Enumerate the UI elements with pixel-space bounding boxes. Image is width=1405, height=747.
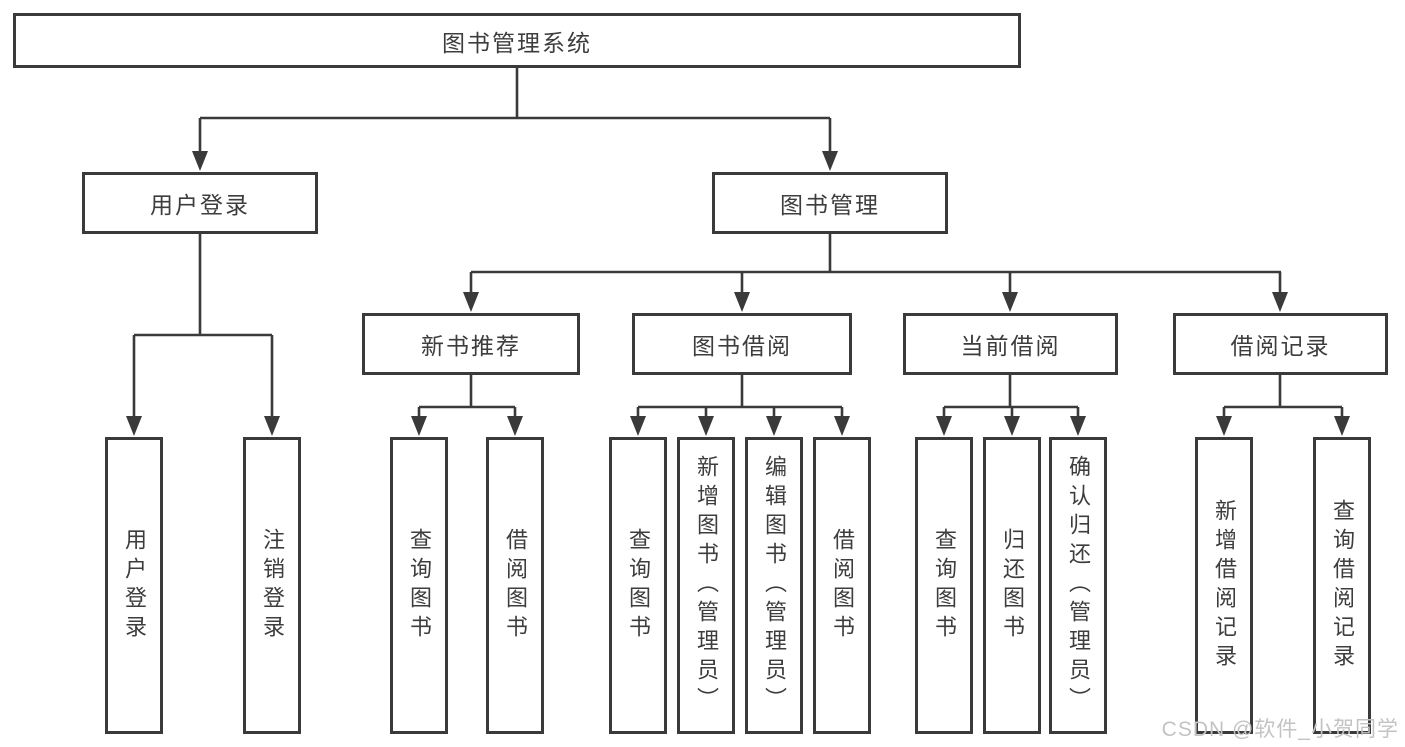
node-borrowing-records-label: 借阅记录 xyxy=(1230,333,1331,359)
node-book-management-group: 图书管理 xyxy=(712,172,948,234)
connector-book-borrow-to-leaves xyxy=(638,375,842,409)
leaf-cb-return-books-label: 归还图书 xyxy=(1000,527,1025,644)
leaf-logout: 注销登录 xyxy=(243,437,301,734)
leaf-nb-borrow-books-label: 借阅图书 xyxy=(503,527,528,644)
leaf-bb-edit-books-admin: 编辑图书（管理员） xyxy=(745,437,803,734)
node-current-borrowing-label: 当前借阅 xyxy=(960,333,1061,359)
arrow-to-leaf-bb-edit xyxy=(766,407,782,436)
leaf-bb-borrow-books: 借阅图书 xyxy=(813,437,871,734)
arrow-to-leaf-cb-confirm xyxy=(1070,407,1086,436)
leaf-bb-edit-books-admin-label: 编辑图书（管理员） xyxy=(762,455,787,716)
arrow-to-leaf-cb-query xyxy=(936,407,952,436)
arrow-to-borrowing-records xyxy=(1272,272,1288,312)
leaf-br-add-record-label: 新增借阅记录 xyxy=(1212,498,1237,673)
arrow-to-leaf-nb-query xyxy=(411,407,427,436)
arrow-to-leaf-cb-return xyxy=(1004,407,1020,436)
connector-new-book-to-leaves xyxy=(419,375,515,409)
leaf-bb-borrow-books-label: 借阅图书 xyxy=(830,527,855,644)
arrow-to-current-borrowing xyxy=(1002,272,1018,312)
node-book-borrowing-label: 图书借阅 xyxy=(692,333,792,359)
leaf-cb-confirm-return-admin-label: 确认归还（管理员） xyxy=(1066,455,1091,716)
node-user-login-group-label: 用户登录 xyxy=(150,192,250,218)
arrow-to-leaf-user-login xyxy=(126,335,142,436)
arrow-to-book-mgmt xyxy=(822,118,838,171)
arrow-to-new-book-recommend xyxy=(463,272,479,312)
leaf-br-query-record: 查询借阅记录 xyxy=(1313,437,1371,734)
leaf-nb-query-books-label: 查询图书 xyxy=(407,527,432,644)
leaf-bb-query-books-label: 查询图书 xyxy=(626,527,651,644)
arrow-to-book-borrowing xyxy=(734,272,750,312)
node-current-borrowing: 当前借阅 xyxy=(903,313,1118,375)
arrow-to-leaf-logout xyxy=(264,335,280,436)
leaf-br-query-record-label: 查询借阅记录 xyxy=(1330,498,1355,673)
node-new-book-recommend-label: 新书推荐 xyxy=(421,333,521,359)
arrow-to-leaf-br-query xyxy=(1334,407,1350,436)
leaf-cb-return-books: 归还图书 xyxy=(983,437,1041,734)
connector-user-login-to-leaves xyxy=(134,234,272,337)
connector-current-borrow-to-leaves xyxy=(944,375,1078,409)
node-borrowing-records: 借阅记录 xyxy=(1173,313,1388,375)
arrow-to-leaf-br-add xyxy=(1216,407,1232,436)
node-root-label: 图书管理系统 xyxy=(442,29,592,56)
connector-book-mgmt-to-level3 xyxy=(471,234,1281,274)
leaf-br-add-record: 新增借阅记录 xyxy=(1195,437,1253,734)
leaf-user-login-label: 用户登录 xyxy=(122,527,147,644)
leaf-nb-borrow-books: 借阅图书 xyxy=(486,437,544,734)
node-new-book-recommend: 新书推荐 xyxy=(362,313,580,375)
arrow-to-leaf-bb-query xyxy=(630,407,646,436)
leaf-user-login: 用户登录 xyxy=(105,437,163,734)
leaf-logout-label: 注销登录 xyxy=(260,527,285,644)
watermark: CSDN @软件_小贺同学 xyxy=(1161,718,1399,741)
node-book-borrowing: 图书借阅 xyxy=(632,313,852,375)
arrow-to-leaf-bb-add xyxy=(698,407,714,436)
arrow-to-leaf-nb-borrow xyxy=(507,407,523,436)
leaf-cb-query-books: 查询图书 xyxy=(915,437,973,734)
leaf-bb-add-books-admin: 新增图书（管理员） xyxy=(677,437,735,734)
leaf-cb-confirm-return-admin: 确认归还（管理员） xyxy=(1049,437,1107,734)
arrow-to-leaf-bb-borrow xyxy=(834,407,850,436)
leaf-nb-query-books: 查询图书 xyxy=(390,437,448,734)
node-book-management-group-label: 图书管理 xyxy=(780,192,880,218)
arrow-to-user-login xyxy=(192,118,208,171)
leaf-bb-query-books: 查询图书 xyxy=(609,437,667,734)
connector-records-to-leaves xyxy=(1224,375,1342,409)
leaf-cb-query-books-label: 查询图书 xyxy=(932,527,957,644)
node-root: 图书管理系统 xyxy=(13,13,1021,68)
leaf-bb-add-books-admin-label: 新增图书（管理员） xyxy=(694,455,719,716)
node-user-login-group: 用户登录 xyxy=(82,172,318,234)
connector-root-to-level2 xyxy=(200,68,830,120)
